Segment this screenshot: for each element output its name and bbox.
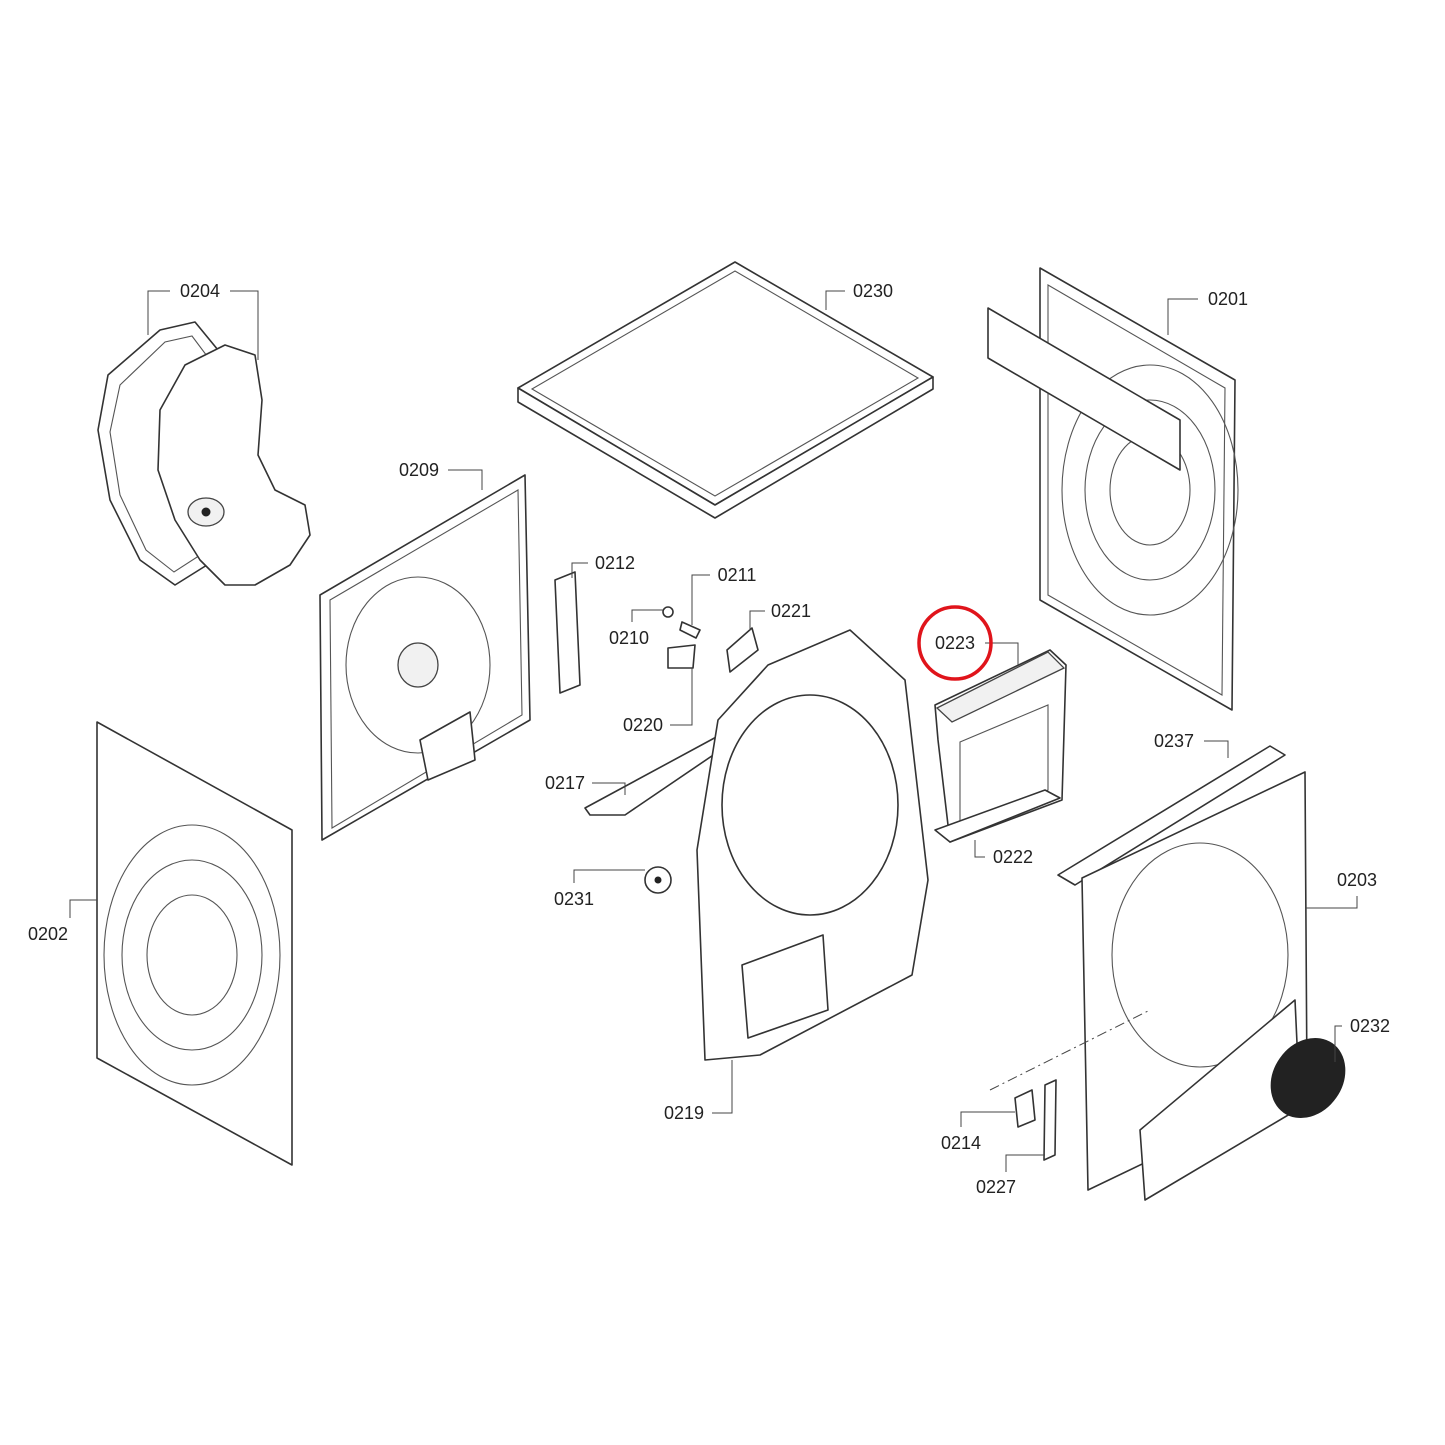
part-0219-drawing [696,629,929,1061]
part-0203-drawing [1081,771,1308,1201]
label-0231[interactable]: 0231 [554,889,594,909]
part-0209-drawing [319,474,531,841]
part-0210-drawing [662,606,674,618]
label-0201[interactable]: 0201 [1208,289,1248,309]
leader-lines [69,290,1358,1172]
label-0203[interactable]: 0203 [1337,870,1377,890]
label-0209[interactable]: 0209 [399,460,439,480]
label-0227[interactable]: 0227 [976,1177,1016,1197]
part-0237-drawing [1057,745,1286,886]
part-0231-drawing [644,866,672,894]
label-0214[interactable]: 0214 [941,1133,981,1153]
label-0204[interactable]: 0204 [180,281,220,301]
label-0212[interactable]: 0212 [595,553,635,573]
part-0222-drawing [934,789,1061,843]
label-0237[interactable]: 0237 [1154,731,1194,751]
part-0212-drawing [554,571,581,694]
part-0202-drawing [96,721,293,1166]
part-0230-drawing [517,261,934,519]
label-0210[interactable]: 0210 [609,628,649,648]
label-0219[interactable]: 0219 [664,1103,704,1123]
part-0211-drawing [679,621,701,639]
part-0217-drawing [584,734,729,816]
highlight-circle [917,605,993,681]
label-0232[interactable]: 0232 [1350,1016,1390,1036]
label-0202[interactable]: 0202 [28,924,68,944]
part-0232-drawing [1270,1037,1346,1119]
part-0221-drawing [726,627,759,673]
part-0201-drawing [987,267,1239,711]
part-0227-drawing [1043,1079,1057,1161]
label-0217[interactable]: 0217 [545,773,585,793]
part-0204-drawing [97,321,311,586]
label-0222[interactable]: 0222 [993,847,1033,867]
label-0211[interactable]: 0211 [718,565,757,585]
label-0230[interactable]: 0230 [853,281,893,301]
label-0220[interactable]: 0220 [623,715,663,735]
part-0214-drawing [1014,1089,1036,1128]
label-0221[interactable]: 0221 [771,601,811,621]
part-0220-drawing [667,644,696,669]
label-0223[interactable]: 0223 [935,633,975,653]
